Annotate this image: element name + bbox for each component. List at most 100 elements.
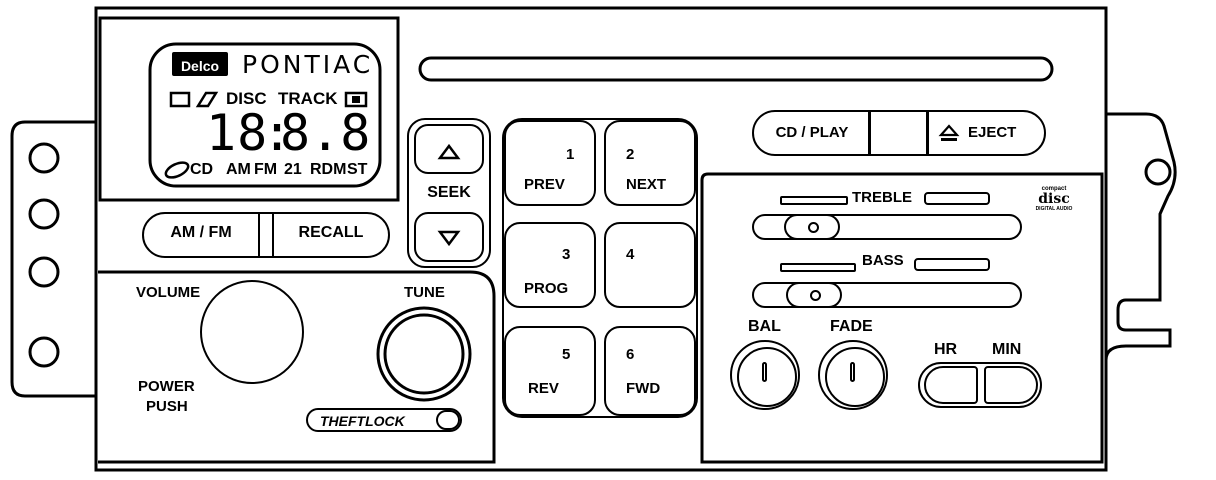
- hour-button[interactable]: [924, 366, 978, 404]
- preset-button-1[interactable]: 1 PREV: [504, 120, 596, 206]
- bass-slider-thumb[interactable]: [786, 282, 842, 308]
- thumb-dot-icon: [810, 290, 821, 301]
- mount-hole: [28, 142, 60, 174]
- loading-indicator-icon: [195, 91, 219, 108]
- up-triangle-icon: [437, 143, 461, 160]
- track-indicator: TRACK: [278, 89, 338, 108]
- preset-label: NEXT: [626, 176, 667, 193]
- eject-label: EJECT: [968, 124, 1017, 141]
- lcd-window: [148, 42, 382, 188]
- knob-pointer-icon: [850, 362, 855, 382]
- mount-hole: [28, 336, 60, 368]
- preset-button-3[interactable]: 3 PROG: [504, 222, 596, 308]
- am-fm-button[interactable]: AM / FM: [170, 224, 232, 241]
- rocker-divider: [258, 214, 260, 256]
- preset-button-2[interactable]: 2 NEXT: [604, 120, 696, 206]
- indicator-box-icon: [352, 96, 360, 103]
- fade-knob[interactable]: [818, 340, 888, 410]
- cd-play-button[interactable]: CD / PLAY: [775, 124, 849, 141]
- blank-button[interactable]: [870, 112, 926, 154]
- preset-number: 2: [626, 146, 635, 163]
- push-label: PUSH: [146, 398, 188, 415]
- eject-icon: [938, 124, 960, 141]
- volume-label: VOLUME: [136, 284, 201, 301]
- preset-number: 5: [562, 346, 571, 363]
- treble-label: TREBLE: [852, 189, 912, 206]
- faceplate-border: [94, 6, 1108, 472]
- cd-eject-button-bar: [752, 110, 1046, 156]
- delco-badge: Delco: [172, 52, 228, 76]
- knob-panel: [98, 270, 496, 464]
- seek-label: SEEK: [427, 184, 471, 201]
- right-mounting-bracket: [1104, 112, 1177, 361]
- display-digits-right: 8.8: [280, 104, 371, 162]
- tune-knob[interactable]: [378, 308, 470, 400]
- mount-hole: [1144, 158, 1172, 186]
- disc-indicator: DISC: [226, 89, 267, 108]
- left-mounting-bracket: [10, 120, 96, 398]
- preset-button-6[interactable]: 6 FWD: [604, 326, 696, 416]
- treble-scale-low: [780, 196, 848, 205]
- button-divider: [868, 112, 871, 154]
- disc-icon: [164, 161, 190, 179]
- preset-label: FWD: [626, 380, 661, 397]
- preset-number: 6: [626, 346, 635, 363]
- knob-pointer-icon: [762, 362, 767, 382]
- audio-panel: [700, 172, 1104, 464]
- tune-knob-face: [383, 313, 465, 395]
- preset-number: 4: [626, 246, 635, 263]
- theftlock-led: [436, 410, 460, 430]
- minute-label: MIN: [992, 341, 1022, 358]
- thumb-dot-icon: [808, 222, 819, 233]
- theftlock-label: THEFTLOCK: [320, 413, 405, 429]
- preset-label: REV: [528, 380, 559, 397]
- display-digits-left: 18: [206, 104, 269, 162]
- down-triangle-icon: [437, 230, 461, 247]
- knob-inner-ring: [737, 347, 797, 407]
- volume-knob[interactable]: [200, 280, 304, 384]
- bass-label: BASS: [862, 252, 904, 269]
- stereo-indicator: ST: [347, 161, 368, 178]
- balance-knob[interactable]: [730, 340, 800, 410]
- am-indicator: AM: [226, 161, 251, 178]
- knob-inner-ring: [825, 347, 885, 407]
- compact-disc-logo: compact disc DIGITAL AUDIO: [1035, 186, 1073, 212]
- fade-label: FADE: [830, 318, 873, 335]
- random-indicator: RDM: [310, 161, 347, 178]
- indicator-box-icon: [344, 91, 368, 108]
- preset-button-5[interactable]: 5 REV: [504, 326, 596, 416]
- treble-slider-thumb[interactable]: [784, 214, 840, 240]
- brand-logo: PONTIAC: [242, 50, 374, 79]
- fm-indicator: FM: [254, 161, 278, 178]
- display-colon: :: [262, 104, 293, 162]
- tune-label: TUNE: [404, 284, 445, 301]
- mount-hole: [28, 198, 60, 230]
- indicator-box-icon: [169, 91, 191, 108]
- button-divider: [926, 112, 929, 154]
- power-label: POWER: [138, 378, 195, 395]
- theftlock-bar: THEFTLOCK: [306, 408, 462, 432]
- seek-down-button[interactable]: [414, 212, 484, 262]
- minute-button[interactable]: [984, 366, 1038, 404]
- seek-up-button[interactable]: [414, 124, 484, 174]
- treble-scale-high: [924, 192, 990, 205]
- hour-label: HR: [934, 341, 958, 358]
- am-fm-recall-rocker: [142, 212, 390, 258]
- bass-scale-low: [780, 263, 856, 272]
- mount-hole: [28, 256, 60, 288]
- preset-button-4[interactable]: 4: [604, 222, 696, 308]
- preset-number: 3: [562, 246, 571, 263]
- preset-label: PROG: [524, 280, 569, 297]
- eject-button[interactable]: EJECT: [928, 112, 1044, 154]
- preset-number: 1: [566, 146, 575, 163]
- cd-indicator: CD: [190, 161, 214, 178]
- recall-button[interactable]: RECALL: [298, 224, 364, 241]
- balance-label: BAL: [748, 318, 781, 335]
- preset-number-indicator: 21: [284, 161, 302, 178]
- rocker-divider: [272, 214, 274, 256]
- cd-slot: [418, 56, 1054, 82]
- bass-scale-high: [914, 258, 990, 271]
- preset-label: PREV: [524, 176, 565, 193]
- display-bezel: [98, 16, 400, 202]
